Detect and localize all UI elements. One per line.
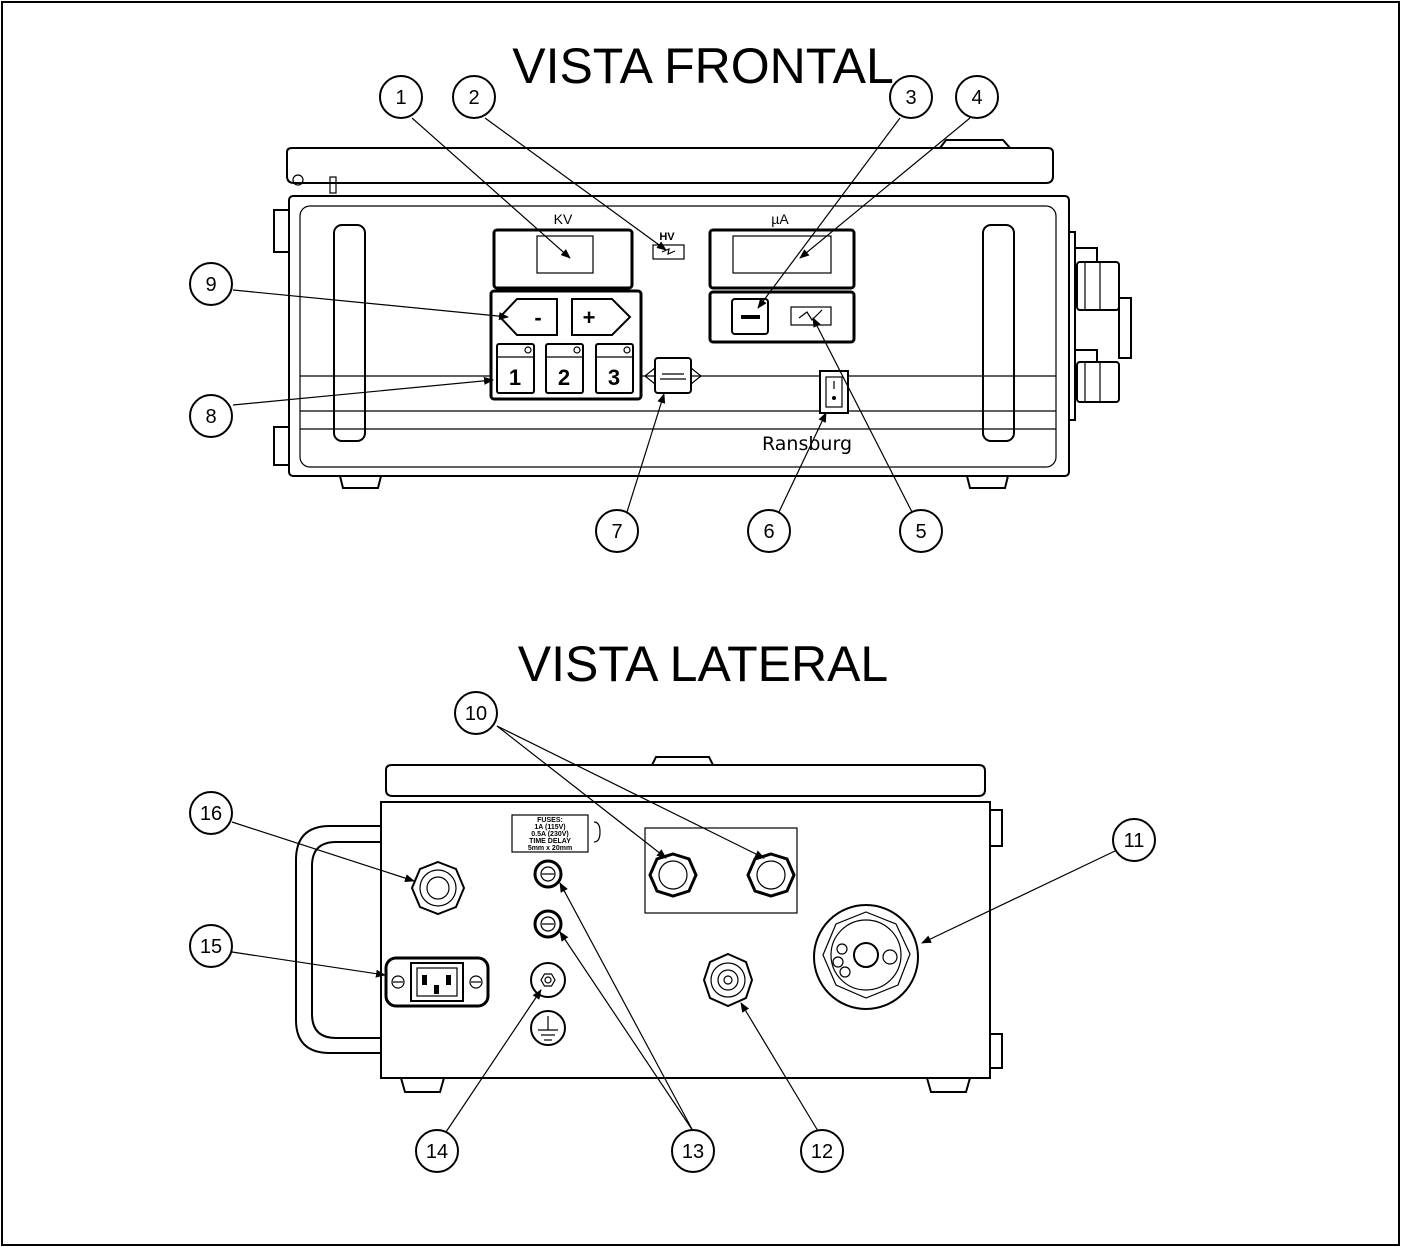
- cable-gland-right[interactable]: [746, 852, 796, 898]
- preset-3-button[interactable]: [595, 343, 634, 394]
- fuse-label: [511, 814, 589, 853]
- minus-button[interactable]: [498, 298, 558, 336]
- gland-panel: [644, 827, 798, 914]
- plus-button[interactable]: [571, 298, 632, 336]
- callout-9: 9: [189, 262, 233, 306]
- fuse-label-line-1: FUSES:: [537, 817, 563, 824]
- hv-indicator-lamp: [652, 244, 685, 260]
- hv-control-switch[interactable]: [654, 357, 692, 394]
- callout-16: 16: [189, 791, 233, 835]
- power-inlet[interactable]: [384, 956, 490, 1008]
- fuse-label-line-2: 1A (115V): [534, 824, 565, 831]
- fuse-label-line-4: TIME DELAY: [529, 838, 571, 845]
- kv-label: KV: [554, 211, 573, 227]
- svg-text:14: 14: [426, 1141, 448, 1163]
- plus-button-label: +: [583, 305, 596, 330]
- callout-13: 13: [671, 1129, 715, 1173]
- svg-text:15: 15: [200, 936, 222, 958]
- fault-indicator: [790, 306, 832, 326]
- front-leaders: [232, 117, 971, 513]
- svg-text:11: 11: [1124, 830, 1145, 852]
- callout-2: 2: [452, 75, 496, 119]
- callout-3: 3: [889, 75, 933, 119]
- callout-7: 7: [595, 509, 639, 553]
- side-view-title: VISTA LATERAL: [518, 636, 889, 692]
- callout-5: 5: [899, 509, 943, 553]
- svg-text:5: 5: [915, 521, 926, 543]
- preset-2-button[interactable]: [545, 343, 584, 394]
- cable-gland-12[interactable]: [702, 952, 754, 1008]
- ground-terminal[interactable]: [530, 962, 566, 998]
- preset-2-label: 2: [558, 365, 570, 390]
- cable-gland-left[interactable]: [648, 852, 698, 898]
- hv-label: HV: [659, 231, 675, 243]
- preset-1-label: 1: [509, 365, 521, 390]
- kv-display: [492, 228, 634, 290]
- svg-text:8: 8: [205, 406, 216, 428]
- callout-6: 6: [747, 509, 791, 553]
- svg-text:9: 9: [205, 274, 216, 296]
- preset-3-label: 3: [608, 365, 620, 390]
- side-leaders: [231, 725, 1116, 1133]
- svg-text:4: 4: [971, 87, 982, 109]
- svg-text:13: 13: [682, 1141, 704, 1163]
- side-unit: FUSES: 1A (115V) 0.5A (230V) TIME DELAY …: [295, 756, 1003, 1093]
- svg-text:1: 1: [395, 87, 406, 109]
- svg-text:3: 3: [905, 87, 916, 109]
- ua-display: [708, 228, 856, 290]
- callout-12: 12: [800, 1129, 844, 1173]
- svg-text:6: 6: [763, 521, 774, 543]
- fuse-label-line-5: 5mm x 20mm: [528, 845, 572, 852]
- minus-button-label: -: [534, 305, 541, 330]
- svg-text:2: 2: [468, 87, 479, 109]
- callout-14: 14: [415, 1129, 459, 1173]
- fuse-label-line-3: 0.5A (230V): [531, 831, 568, 838]
- callout-1: 1: [379, 75, 423, 119]
- front-unit: KV HV µA - + 1 2 3: [273, 139, 1132, 489]
- ua-label: µA: [771, 211, 789, 227]
- callout-10: 10: [454, 691, 498, 735]
- svg-text:16: 16: [200, 803, 222, 825]
- connector-16[interactable]: [410, 860, 466, 916]
- svg-text:7: 7: [611, 521, 622, 543]
- svg-text:10: 10: [465, 703, 487, 725]
- preset-1-button[interactable]: [496, 343, 535, 394]
- hv-output-connector[interactable]: [813, 904, 919, 1010]
- callout-4: 4: [955, 75, 999, 119]
- brand-label: Ransburg: [762, 433, 852, 455]
- front-view-title: VISTA FRONTAL: [512, 38, 894, 94]
- callout-8: 8: [189, 394, 233, 438]
- callout-11: 11: [1112, 818, 1156, 862]
- svg-text:12: 12: [811, 1141, 833, 1163]
- callout-15: 15: [189, 924, 233, 968]
